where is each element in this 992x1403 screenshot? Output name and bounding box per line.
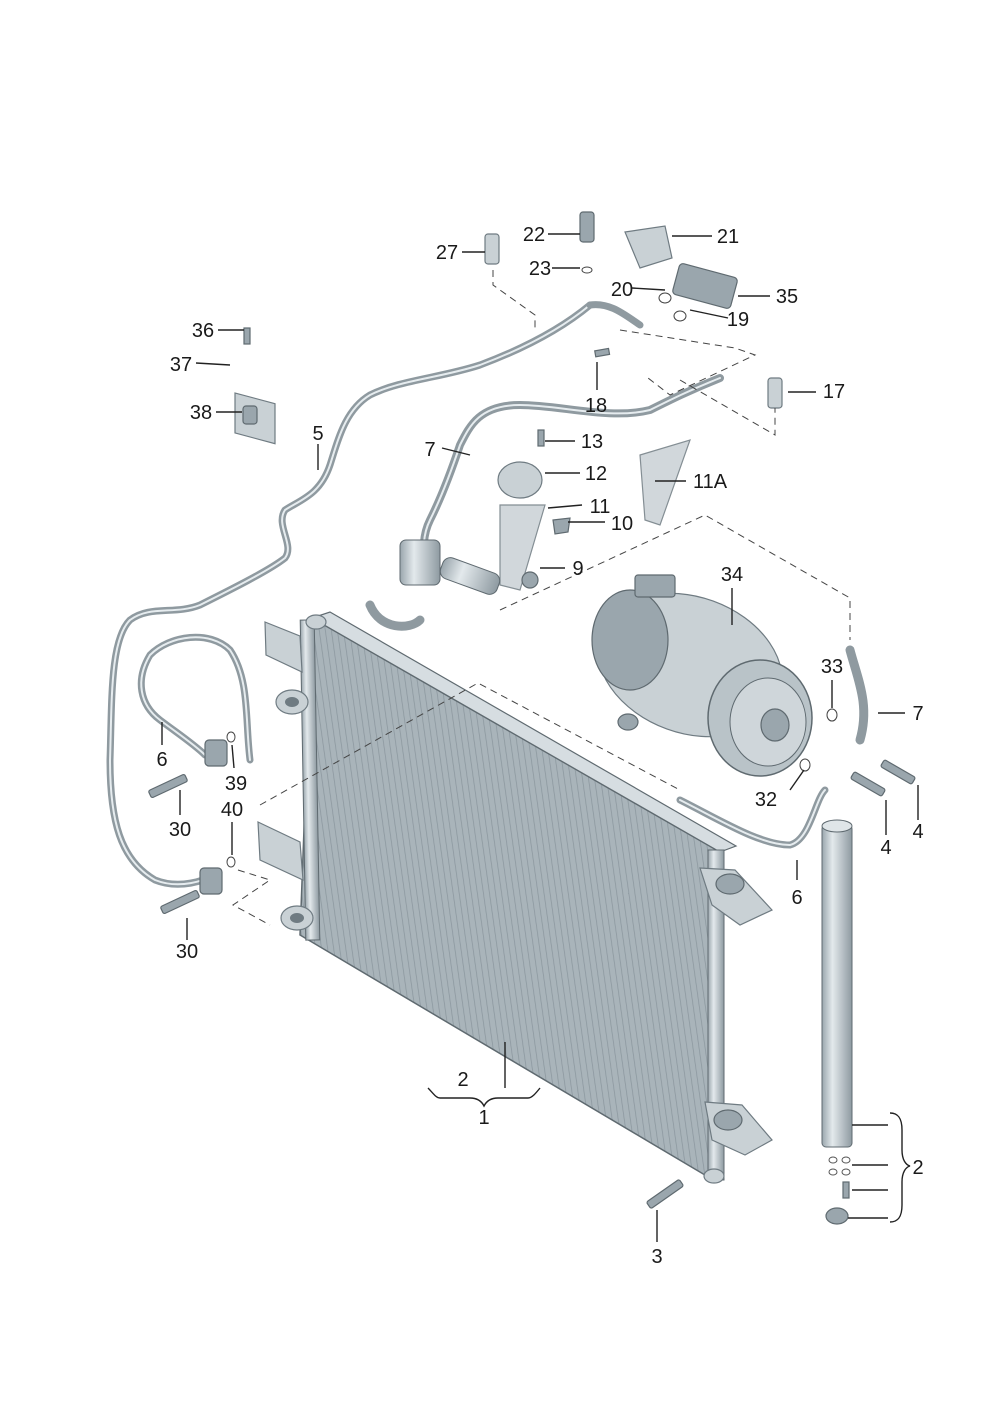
small-parts [148, 211, 916, 1209]
label-5: 5 [312, 423, 323, 445]
compressor [591, 574, 813, 777]
receiver-drier [821, 819, 853, 1225]
label-38: 38 [190, 402, 212, 424]
label-6-left: 6 [156, 749, 167, 771]
label-3: 3 [651, 1246, 662, 1268]
condenser [257, 611, 773, 1184]
leader-lines [161, 233, 919, 1242]
label-6-right: 6 [791, 887, 802, 909]
label-4-right: 4 [912, 821, 923, 843]
label-7-right: 7 [912, 703, 923, 725]
label-9: 9 [572, 558, 583, 580]
label-7-top: 7 [424, 439, 435, 461]
label-33: 33 [821, 656, 843, 678]
part-labels: 1 2 2 3 4 4 5 6 6 7 7 9 10 11 11A 12 13 … [156, 224, 923, 1268]
label-30-upper: 30 [169, 819, 191, 841]
refrigerant-lines [106, 301, 869, 888]
label-30-lower: 30 [176, 941, 198, 963]
label-32: 32 [755, 789, 777, 811]
label-20: 20 [611, 279, 633, 301]
label-37: 37 [170, 354, 192, 376]
label-40: 40 [221, 799, 243, 821]
label-39: 39 [225, 773, 247, 795]
label-35: 35 [776, 286, 798, 308]
brace-lines [427, 1042, 911, 1223]
label-27: 27 [436, 242, 458, 264]
label-23: 23 [529, 258, 551, 280]
reference-lines [232, 270, 851, 926]
label-10: 10 [611, 513, 633, 535]
label-21: 21 [717, 226, 739, 248]
label-22: 22 [523, 224, 545, 246]
label-11: 11 [590, 496, 611, 518]
label-2-drier: 2 [912, 1157, 923, 1179]
label-1: 1 [478, 1107, 489, 1129]
label-2-condenser: 2 [457, 1069, 468, 1091]
label-18: 18 [585, 395, 607, 417]
label-17: 17 [823, 381, 845, 403]
label-34: 34 [721, 564, 743, 586]
label-4-left: 4 [880, 837, 891, 859]
label-11A: 11A [693, 471, 728, 493]
label-13: 13 [581, 431, 603, 453]
label-19: 19 [727, 309, 749, 331]
label-36: 36 [192, 320, 214, 342]
label-12: 12 [585, 463, 607, 485]
